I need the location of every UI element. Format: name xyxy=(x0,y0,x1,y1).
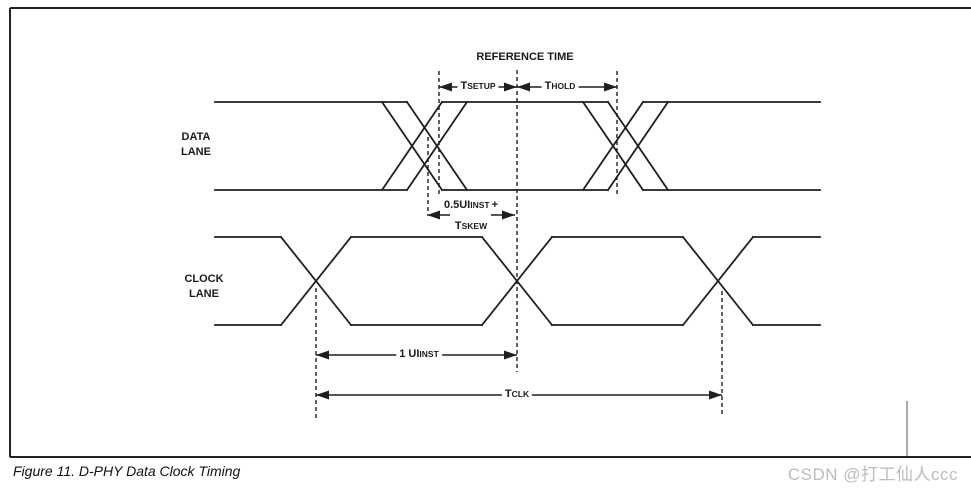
t-setup-sub: SETUP xyxy=(467,81,496,91)
skew-sub: INST xyxy=(470,200,490,210)
dashed-guides xyxy=(315,70,723,419)
clock-lane-waveform xyxy=(214,235,821,327)
watermark: CSDN @打工仙人ccc xyxy=(787,465,958,484)
t-clk-label: TCLK xyxy=(501,388,533,401)
data-lane-label: DATA LANE xyxy=(181,130,211,160)
data-lane-line1: DATA xyxy=(181,131,211,143)
t-hold-main: T xyxy=(544,80,552,92)
t-hold-label: THOLD xyxy=(541,80,579,93)
clock-lane-label: CLOCK LANE xyxy=(184,272,223,302)
data-lane-line2: LANE xyxy=(181,146,211,158)
clock-lane-line1: CLOCK xyxy=(184,273,224,285)
ui-inst-sub: INST xyxy=(419,349,439,359)
data-lane-waveform xyxy=(214,100,821,192)
clock-lane-line2: LANE xyxy=(189,288,219,300)
t-clk-sub: CLK xyxy=(511,389,530,399)
skew-post: + xyxy=(491,199,499,211)
t-clk-main: T xyxy=(504,388,512,400)
arrowheads xyxy=(316,82,722,400)
ui-inst-label: 1 UIINST xyxy=(396,348,442,361)
figure-border xyxy=(9,7,971,458)
t-hold-sub: HOLD xyxy=(551,81,576,91)
t-setup-label: TSETUP xyxy=(457,80,499,93)
reference-time-label: REFERENCE TIME xyxy=(476,51,574,63)
skew-label-line1: 0.5UIINST+ xyxy=(444,199,498,212)
dimension-arrows xyxy=(316,86,722,396)
t-setup-main: T xyxy=(460,80,468,92)
skew-pre: 0.5UI xyxy=(443,199,471,211)
figure-caption: Figure 11. D-PHY Data Clock Timing xyxy=(13,463,241,479)
ui-inst-pre: 1 UI xyxy=(399,348,420,360)
t-skew-label: TSKEW xyxy=(455,220,487,233)
t-skew-sub: SKEW xyxy=(461,221,488,231)
t-skew-main: T xyxy=(454,220,462,232)
